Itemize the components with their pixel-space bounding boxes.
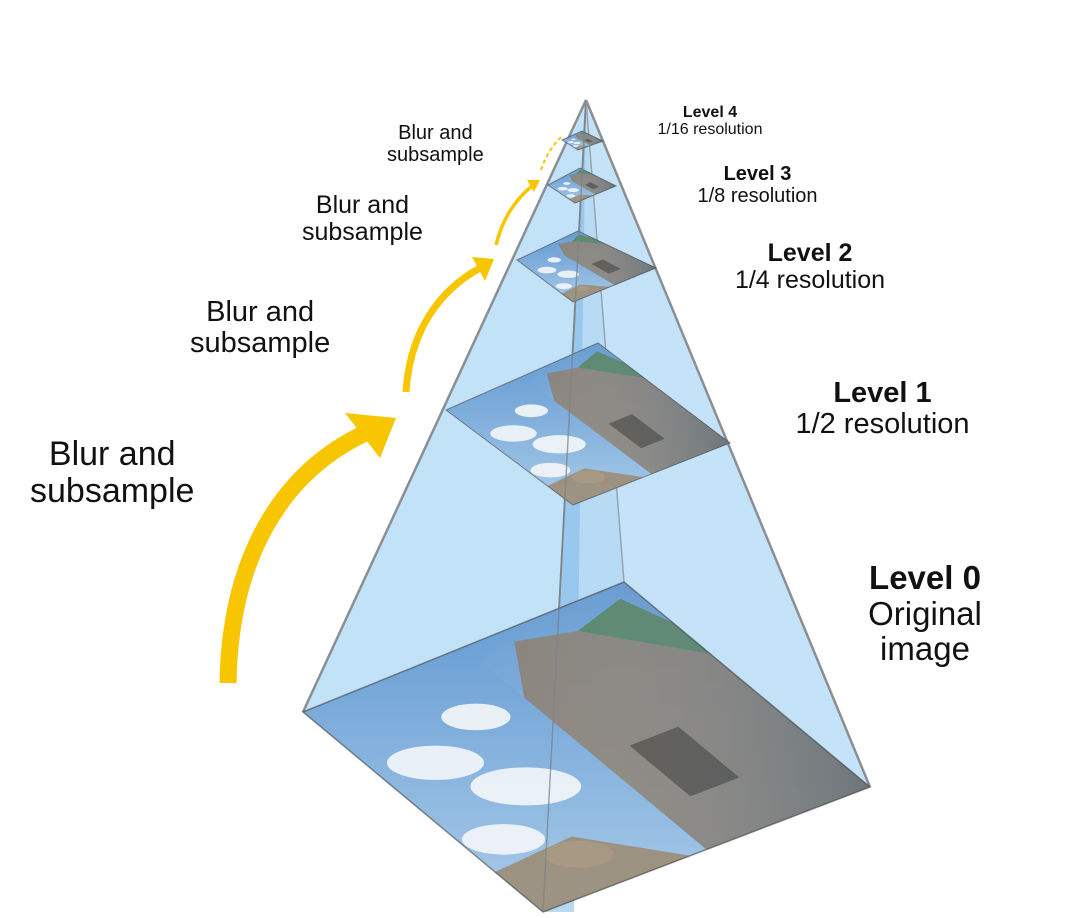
step-label-3: Blur and subsample <box>387 122 484 166</box>
arrow-level3-to-4 <box>540 136 562 171</box>
step-label-line: Blur and <box>206 296 315 328</box>
arrow-level0-to-1 <box>219 422 376 684</box>
step-label-line: Blur and <box>398 122 473 144</box>
level-desc: 1/16 resolution <box>657 121 763 139</box>
level-name: Level 2 <box>767 239 853 267</box>
step-label-line: subsample <box>302 218 423 246</box>
level-label-2: Level 2 1/4 resolution <box>700 240 920 294</box>
level-label-1: Level 1 1/2 resolution <box>760 377 1005 441</box>
level-label-3: Level 3 1/8 resolution <box>660 163 855 207</box>
level-desc: 1/4 resolution <box>734 266 886 294</box>
subsample-arrows <box>219 136 562 684</box>
step-label-line: subsample <box>190 327 331 360</box>
level-desc: Original <box>868 594 982 632</box>
level-label-4: Level 4 1/16 resolution <box>620 104 800 139</box>
pyramid-level-4-image <box>560 130 605 151</box>
level-name: Level 1 <box>833 377 932 409</box>
step-label-2: Blur and subsample <box>302 192 423 246</box>
level-name: Level 3 <box>723 163 792 185</box>
level-name: Level 0 <box>869 559 981 596</box>
level-desc: 1/2 resolution <box>795 408 970 441</box>
step-label-line: subsample <box>387 143 484 166</box>
step-label-line: subsample <box>30 471 195 510</box>
level-desc: image <box>880 630 970 668</box>
step-label-line: Blur and <box>48 435 176 473</box>
step-label-0: Blur and subsample <box>30 436 194 509</box>
arrowhead-level1-to-2 <box>472 257 494 281</box>
arrowhead-level0-to-1 <box>345 413 396 458</box>
arrow-level1-to-2 <box>402 264 482 393</box>
arrow-level2-to-3 <box>494 184 534 246</box>
level-label-0: Level 0 Original image <box>840 560 1010 667</box>
step-label-line: Blur and <box>315 191 410 219</box>
step-label-1: Blur and subsample <box>190 296 331 360</box>
pyramid-level-2-image <box>516 230 658 303</box>
arrowhead-level2-to-3 <box>527 180 540 192</box>
level-desc: 1/8 resolution <box>697 184 818 207</box>
pyramid-level-1-image <box>445 342 732 506</box>
level-name: Level 4 <box>682 104 738 121</box>
